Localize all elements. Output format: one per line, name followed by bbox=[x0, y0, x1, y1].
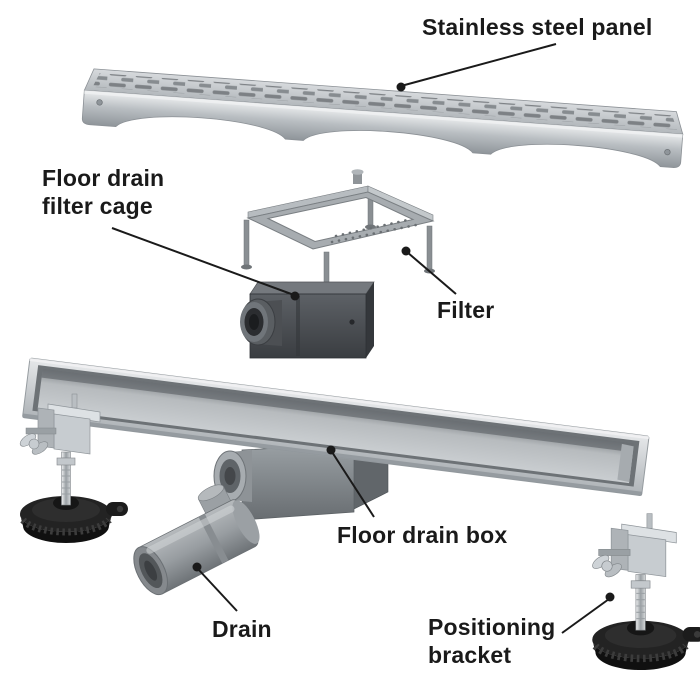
panel-screw-right bbox=[664, 148, 671, 156]
stainless-steel-panel-illustration bbox=[81, 68, 684, 168]
callouts bbox=[111, 43, 615, 634]
callout-line-filter bbox=[406, 251, 457, 295]
label-floor-drain-box: Floor drain box bbox=[337, 522, 508, 548]
positioning-bracket-right-illustration bbox=[590, 514, 700, 670]
callout-line-panel bbox=[400, 43, 557, 87]
floor-drain-box-illustration bbox=[22, 357, 650, 496]
callout-line-bracket bbox=[561, 598, 610, 634]
label-stainless-steel-panel: Stainless steel panel bbox=[422, 14, 653, 40]
label-positioning-bracket: Positioning bracket bbox=[428, 613, 555, 669]
floor-drain-filter-cage-illustration bbox=[240, 281, 375, 359]
drain-illustration bbox=[133, 484, 260, 596]
filter-illustration bbox=[241, 169, 435, 298]
label-positioning-bracket-line1: Positioning bbox=[428, 614, 556, 640]
callout-dot-filter bbox=[401, 246, 411, 256]
label-drain: Drain bbox=[212, 616, 272, 642]
callout-line-filter-cage bbox=[111, 227, 295, 296]
callout-line-drain bbox=[197, 568, 238, 612]
label-filter: Filter bbox=[437, 297, 495, 323]
label-floor-drain-filter-cage-line1: Floor drain bbox=[42, 165, 165, 191]
callout-dot-panel bbox=[396, 82, 406, 92]
callout-dot-drain-box bbox=[326, 445, 336, 455]
label-positioning-bracket-line2: bracket bbox=[428, 642, 512, 669]
panel-screw-left bbox=[96, 99, 103, 106]
callout-dot-bracket bbox=[605, 592, 615, 602]
label-floor-drain-filter-cage: Floor drain filter cage bbox=[42, 164, 164, 220]
callout-line-drain-box bbox=[331, 451, 375, 518]
callout-dot-drain bbox=[192, 562, 202, 572]
label-floor-drain-filter-cage-line2: filter cage bbox=[42, 193, 153, 220]
callout-dot-filter-cage bbox=[290, 291, 300, 301]
